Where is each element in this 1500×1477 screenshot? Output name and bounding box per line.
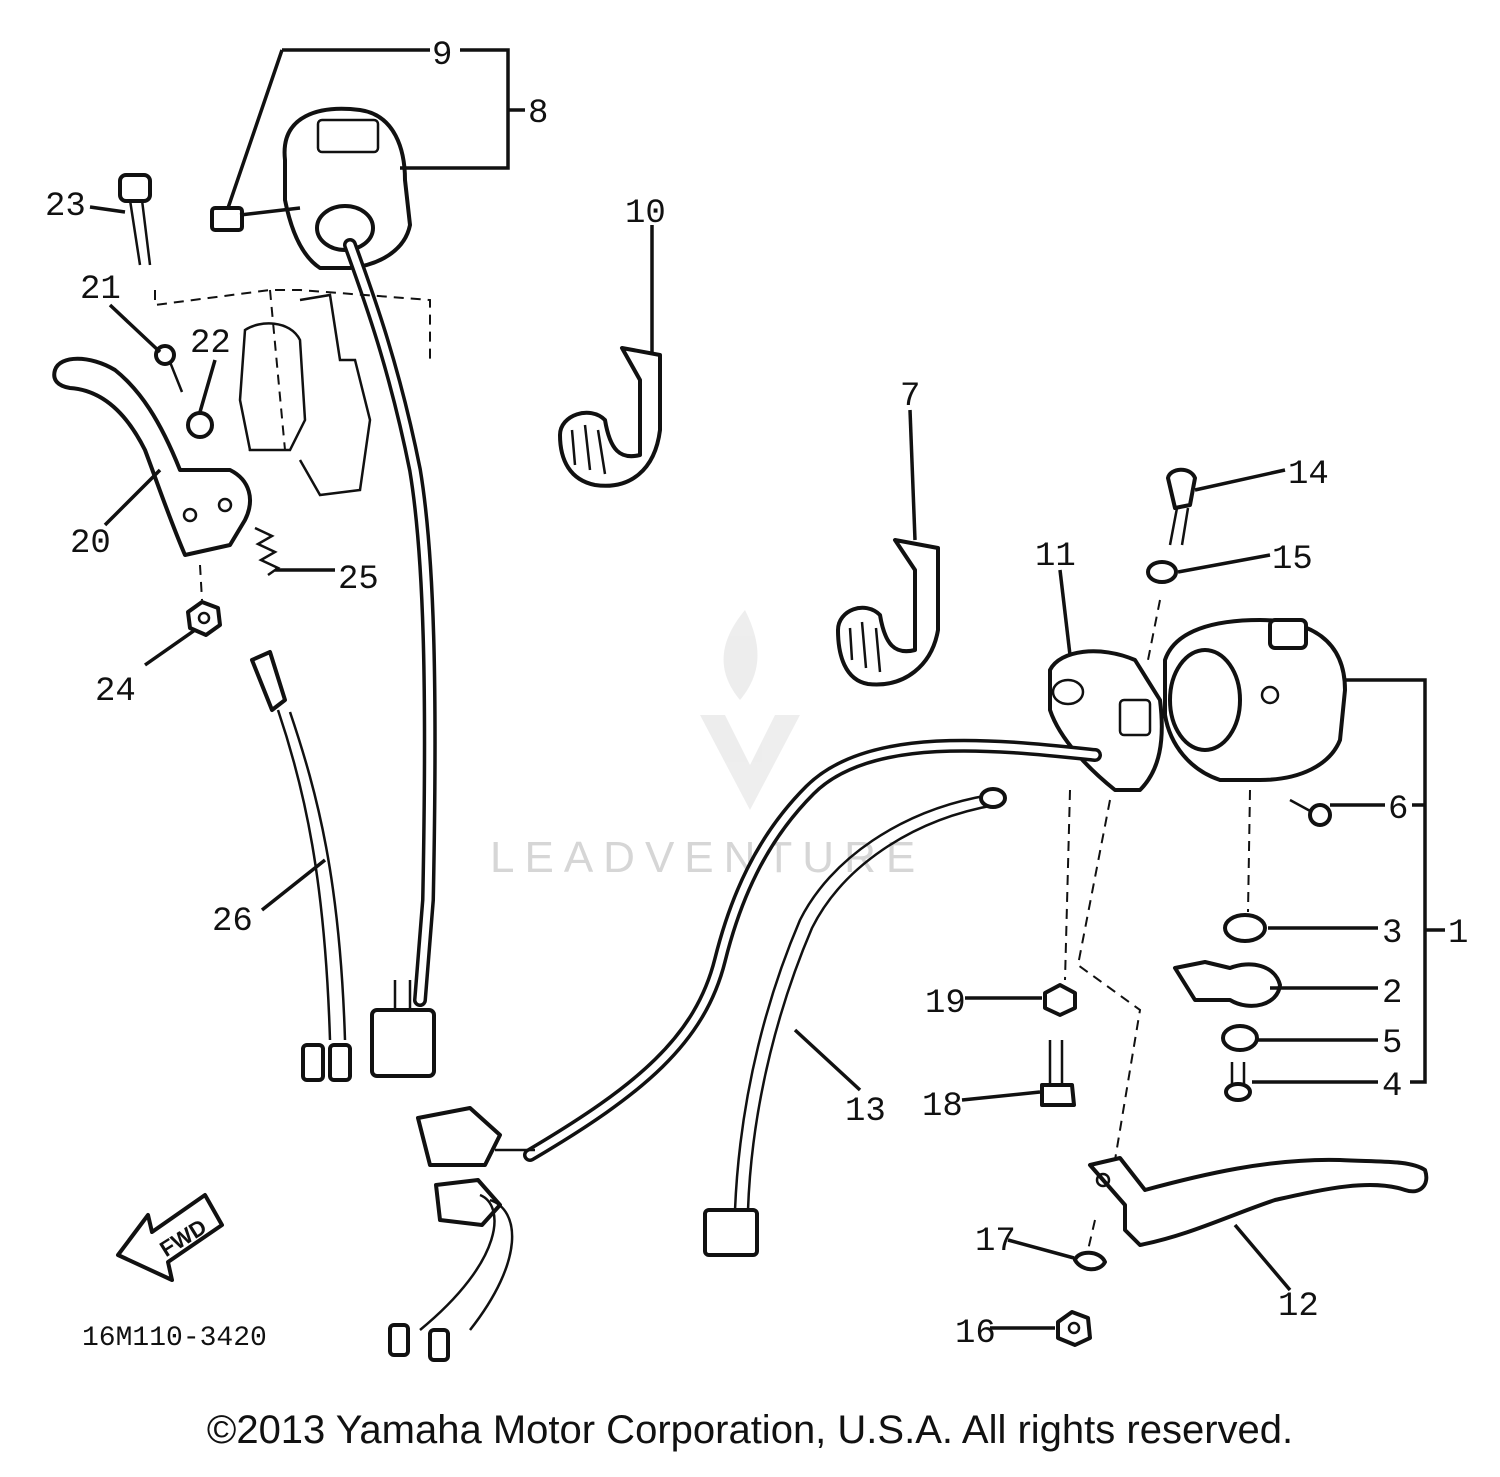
label-8: 8 [528,95,548,133]
left-lever-holder [238,293,372,497]
clutch-lever [52,356,252,557]
label-26: 26 [212,903,253,941]
bolt-18 [1040,1040,1076,1107]
nut-16 [1056,1310,1092,1347]
label-20: 20 [70,525,111,563]
right-switch-cable [388,738,1102,1362]
watermark-logo [700,610,800,810]
label-15: 15 [1272,541,1313,579]
label-9: 9 [432,37,452,75]
left-handlebar-switch [210,106,412,270]
label-19: 19 [925,985,966,1023]
left-switch-cable [343,238,437,1078]
brake-switch-lead [703,787,1007,1257]
label-12: 12 [1278,1288,1319,1326]
screw-4 [1224,1062,1252,1102]
label-4: 4 [1382,1068,1402,1106]
nut-24 [186,600,222,637]
label-22: 22 [190,325,231,363]
clutch-switch-lead [250,650,352,1082]
reference-code: 16M110-3420 [82,1323,267,1354]
label-10: 10 [625,195,666,233]
label-25: 25 [338,561,379,599]
screw-6 [1289,798,1332,827]
washer-15 [1146,560,1178,584]
label-18: 18 [922,1088,963,1126]
watermark-text: LEADVENTURE [490,833,925,882]
forward-arrow-icon: FWD [116,1193,224,1282]
front-brake-switch [1173,960,1282,1008]
label-2: 2 [1382,975,1402,1013]
bolt-14 [1166,467,1197,546]
label-23: 23 [45,188,86,226]
label-7: 7 [900,378,920,416]
label-6: 6 [1388,791,1408,829]
cable-band-7 [836,538,940,687]
label-3: 3 [1382,915,1402,953]
part-3 [1223,913,1267,943]
brake-lever [1088,1156,1429,1247]
spring [254,526,281,577]
lever-bolt [118,173,152,266]
washer-22 [186,411,214,439]
nut-19 [1043,983,1077,1017]
copyright-notice: ©2013 Yamaha Motor Corporation, U.S.A. A… [206,1408,1294,1452]
label-16: 16 [955,1315,996,1353]
lever-axis-line [199,564,203,601]
label-24: 24 [95,673,136,711]
label-1: 1 [1448,915,1468,953]
leader-lines [89,48,1445,1330]
cable-band-10 [558,346,662,488]
label-5: 5 [1382,1025,1402,1063]
screw-21 [154,344,184,393]
label-21: 21 [80,271,121,309]
label-13: 13 [845,1093,886,1131]
washer-17 [1073,1250,1107,1272]
label-14: 14 [1288,456,1329,494]
part-5 [1221,1024,1259,1052]
label-11: 11 [1035,538,1076,576]
right-handlebar-switch [1163,618,1347,782]
brake-lever-holder [1048,649,1164,792]
label-17: 17 [975,1223,1016,1261]
